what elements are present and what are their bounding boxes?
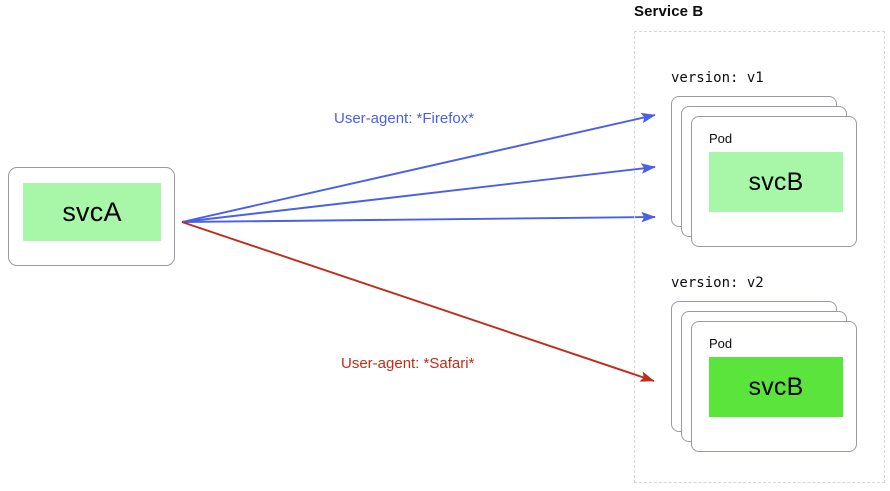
version-label-v1: version: v1 [671,70,764,86]
pod-card-replica-front: Pod svcB [691,321,857,452]
service-group-boundary [634,31,885,483]
client-service-card: svcA [8,167,175,266]
pod-service-fill: svcB [709,357,843,417]
edge-label-safari: User-agent: *Safari* [341,355,475,372]
edge-firefox-pod-1 [181,112,656,223]
service-group-title: Service B [634,3,704,20]
pod-card-replica-front: Pod svcB [691,116,857,247]
version-label-v2: version: v2 [671,275,764,291]
edge-firefox-pod-2 [181,163,656,223]
edge-firefox-pod-3 [181,211,656,223]
pod-label: Pod [709,336,733,351]
pod-service-label: svcB [748,167,804,196]
client-service-fill: svcA [23,183,161,241]
pod-service-fill: svcB [709,152,843,212]
edge-label-firefox: User-agent: *Firefox* [334,110,475,127]
pod-label: Pod [709,131,733,146]
client-service-label: svcA [62,196,122,227]
pod-service-label: svcB [748,372,804,401]
